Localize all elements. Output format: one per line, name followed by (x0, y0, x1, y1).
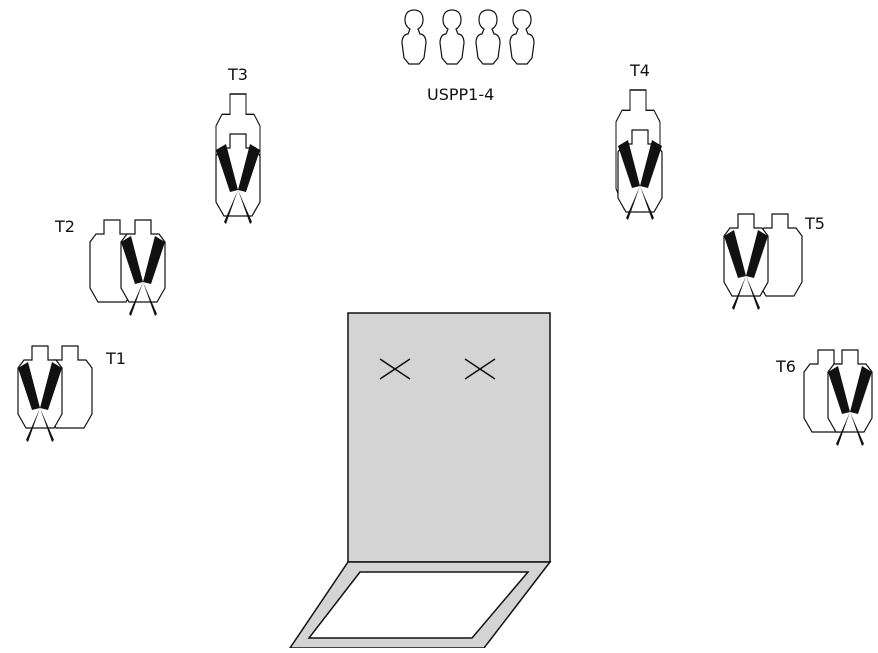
target-label-t5: T5 (804, 214, 825, 233)
popper-label: USPP1-4 (427, 85, 494, 104)
target-group-t4: T4 (615, 61, 663, 220)
wall-x-mark-right (464, 358, 496, 380)
shooting-box-inner (307, 571, 530, 639)
wall-barricade (347, 312, 551, 563)
wall-x-mark-left (379, 358, 411, 380)
popper-target-3 (475, 9, 501, 65)
target-group-t5: T5 (723, 213, 825, 310)
target-label-t3: T3 (227, 65, 248, 84)
target-label-t6: T6 (775, 357, 796, 376)
target-label-t2: T2 (54, 217, 75, 236)
target-group-t6: T6 (775, 349, 873, 446)
target-group-t2: T2 (54, 217, 166, 316)
target-label-t4: T4 (629, 61, 650, 80)
popper-group (401, 9, 535, 65)
popper-target-1 (401, 9, 427, 65)
target-group-t1: T1 (17, 345, 126, 442)
popper-target-2 (439, 9, 465, 65)
target-group-t3: T3 (215, 65, 261, 224)
popper-target-4 (509, 9, 535, 65)
target-label-t1: T1 (105, 349, 126, 368)
